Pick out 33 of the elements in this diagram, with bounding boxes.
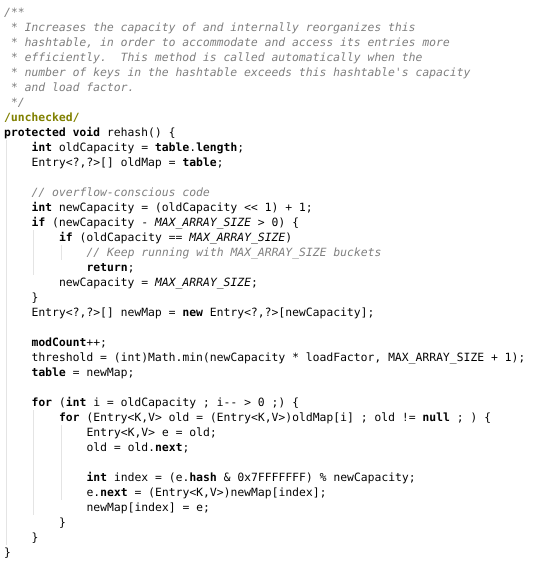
code-line: Entry<K,V> e = old;: [86, 425, 217, 440]
code-line: threshold = (int)Math.min(newCapacity * loadFactor, MAX_ARRAY_SIZE + 1);: [31, 350, 526, 365]
code-comment: * efficiently. This method is called automatically when the: [10, 50, 422, 65]
code-line: }: [58, 515, 66, 530]
code-line: }: [4, 545, 11, 560]
code-line: if (oldCapacity == MAX_ARRAY_SIZE): [58, 230, 292, 245]
code-comment: // Keep running with MAX_ARRAY_SIZE buckets: [86, 245, 382, 260]
code-line: for (int i = oldCapacity ; i-- > 0 ;) {: [31, 395, 299, 410]
code-line: old = old.next;: [86, 440, 190, 455]
code-comment: * hashtable, in order to accommodate and access its entries more: [10, 35, 450, 50]
code-comment: * number of keys in the hashtable exceeds this hashtable's capacity: [10, 65, 470, 80]
code-line: if (newCapacity - MAX_ARRAY_SIZE > 0) {: [31, 215, 299, 230]
code-line: for (Entry<K,V> old = (Entry<K,V>)oldMap[i] ; old != null ; ) {: [58, 410, 492, 425]
code-line: table = newMap;: [31, 365, 134, 380]
code-line: modCount++;: [31, 335, 107, 350]
code-line: return;: [86, 260, 134, 275]
code-comment: */: [10, 95, 25, 110]
code-line: Entry<?,?>[] oldMap = table;: [31, 155, 224, 170]
code-line: protected void rehash() {: [4, 125, 176, 140]
code-annotation: /unchecked/: [4, 110, 80, 125]
code-line: e.next = (Entry<K,V>)newMap[index];: [86, 485, 326, 500]
code-comment: /**: [4, 5, 25, 20]
code-line: newCapacity = MAX_ARRAY_SIZE;: [58, 275, 258, 290]
code-line: Entry<?,?>[] newMap = new Entry<?,?>[newCapacity];: [31, 305, 374, 320]
code-line: int newCapacity = (oldCapacity << 1) + 1;: [31, 200, 313, 215]
code-comment: // overflow-conscious code: [31, 185, 210, 200]
code-line: }: [31, 290, 38, 305]
code-comment: * Increases the capacity of and internally reorganizes this: [10, 20, 416, 35]
code-line: newMap[index] = e;: [86, 500, 210, 515]
code-line: int oldCapacity = table.length;: [31, 140, 244, 155]
code-line: }: [31, 530, 38, 545]
code-line: int index = (e.hash & 0x7FFFFFFF) % newCapacity;: [86, 470, 416, 485]
code-comment: * and load factor.: [10, 80, 134, 95]
